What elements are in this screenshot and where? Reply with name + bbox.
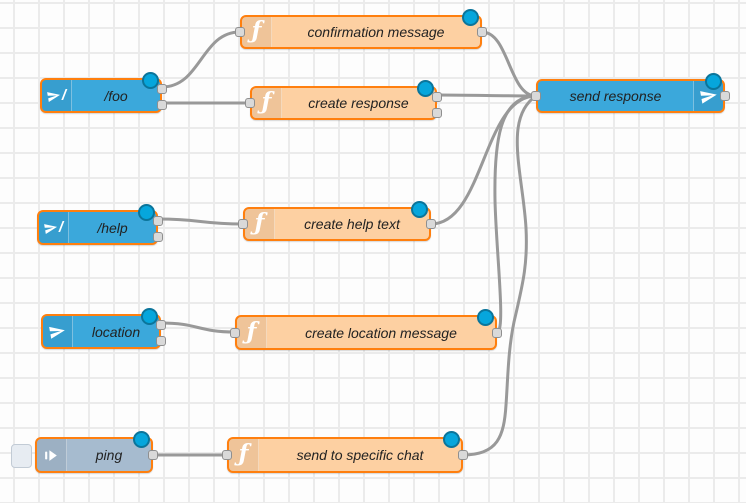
node-confirmation-message[interactable]: ƒ confirmation message: [235, 9, 487, 49]
slash-glyph: /: [61, 87, 67, 104]
telegram-command-icon: /: [42, 80, 72, 111]
wire[interactable]: [159, 321, 237, 334]
output-port[interactable]: [458, 450, 468, 460]
input-port[interactable]: [531, 91, 541, 101]
input-port[interactable]: [245, 98, 255, 108]
function-icon: ƒ: [252, 88, 282, 118]
node-label: /foo: [104, 87, 128, 104]
wire[interactable]: [156, 217, 245, 226]
input-port[interactable]: [235, 27, 245, 37]
function-icon: ƒ: [245, 209, 275, 239]
changed-badge: [141, 308, 158, 325]
changed-badge: [138, 204, 155, 221]
node-label: create response: [308, 95, 409, 111]
output-port-2[interactable]: [153, 232, 163, 242]
telegram-receive-icon: [43, 316, 73, 347]
node-create-help-text[interactable]: ƒ create help text: [238, 201, 436, 241]
changed-badge: [133, 431, 150, 448]
node-create-location-message[interactable]: ƒ create location message: [230, 309, 502, 350]
slash-glyph: /: [58, 219, 64, 236]
output-port-1[interactable]: [153, 216, 163, 226]
changed-badge: [443, 431, 460, 448]
node-label: confirmation message: [307, 24, 445, 40]
output-port[interactable]: [492, 327, 502, 338]
input-port[interactable]: [230, 327, 240, 338]
changed-badge: [477, 309, 494, 326]
output-port[interactable]: [148, 450, 158, 460]
node-create-response[interactable]: ƒ create response: [245, 80, 442, 120]
inject-button[interactable]: [11, 444, 32, 468]
changed-badge: [462, 9, 479, 26]
node-label: send response: [569, 88, 662, 104]
changed-badge: [142, 72, 159, 89]
output-port[interactable]: [477, 27, 487, 37]
function-icon: ƒ: [242, 17, 272, 47]
function-icon: ƒ: [229, 439, 259, 471]
changed-badge: [417, 80, 434, 97]
output-port[interactable]: [720, 91, 730, 101]
input-port[interactable]: [238, 219, 248, 229]
wire[interactable]: [493, 94, 538, 334]
node-send-to-specific-chat[interactable]: ƒ send to specific chat: [222, 431, 468, 473]
input-port[interactable]: [222, 450, 232, 460]
node-foo[interactable]: / /foo: [40, 72, 167, 113]
wire[interactable]: [435, 93, 538, 98]
node-label: create help text: [304, 216, 400, 232]
node-label: create location message: [305, 324, 457, 341]
output-port[interactable]: [426, 219, 436, 229]
wire[interactable]: [461, 94, 538, 457]
node-location[interactable]: location: [41, 308, 166, 349]
output-port-2[interactable]: [157, 100, 167, 110]
wire[interactable]: [160, 30, 242, 89]
node-label: location: [91, 323, 141, 340]
changed-badge: [411, 201, 428, 218]
output-port-1[interactable]: [156, 320, 166, 330]
node-label: send to specific chat: [296, 447, 424, 463]
node-send-response[interactable]: send response: [531, 73, 730, 113]
output-port-2[interactable]: [432, 108, 442, 118]
node-ping[interactable]: ping: [11, 431, 158, 473]
output-port-1[interactable]: [157, 84, 167, 94]
inject-icon: [37, 439, 67, 471]
node-label: ping: [95, 447, 123, 463]
telegram-command-icon: /: [39, 212, 69, 243]
node-label: /help: [97, 219, 128, 236]
function-icon: ƒ: [237, 317, 267, 348]
output-port-1[interactable]: [432, 92, 442, 102]
output-port-2[interactable]: [156, 336, 166, 346]
node-help[interactable]: / /help: [37, 204, 163, 245]
wire[interactable]: [480, 30, 538, 98]
changed-badge: [705, 73, 722, 90]
